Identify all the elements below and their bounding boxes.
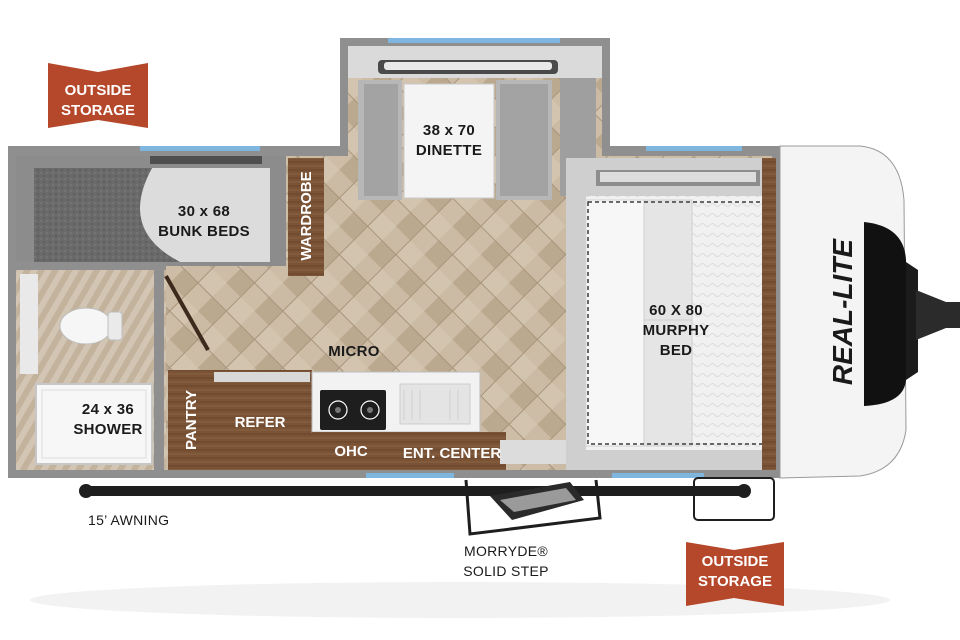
refer	[212, 370, 312, 470]
murphy-bed-label-2: BED	[660, 342, 693, 359]
ent-center	[392, 432, 506, 470]
pantry	[168, 370, 212, 470]
ohc-label: OHC	[334, 443, 368, 460]
step	[464, 479, 602, 536]
dinette-label: DINETTE	[416, 142, 482, 159]
step-label-2: SOLID STEP	[463, 563, 548, 579]
window	[388, 38, 560, 43]
dinette-table	[403, 83, 495, 199]
wardrobe	[288, 158, 324, 276]
window	[612, 473, 704, 478]
outside-storage-bottom-line1: OUTSIDE	[702, 553, 769, 570]
murphy-bed-label-1: MURPHY	[643, 322, 710, 339]
wardrobe-label: WARDROBE	[298, 171, 315, 260]
window	[366, 473, 454, 478]
bunk-beds-label: BUNK BEDS	[158, 223, 250, 240]
outside-storage-tag-top	[48, 63, 148, 128]
window	[646, 146, 742, 151]
awning	[80, 486, 750, 496]
shower-label: SHOWER	[73, 421, 142, 438]
shower	[35, 383, 153, 465]
outside-storage-top-line1: OUTSIDE	[65, 82, 132, 99]
refer-label: REFER	[235, 414, 286, 431]
outside-storage-top-line2: STORAGE	[61, 102, 135, 119]
shower-size: 24 x 36	[82, 401, 134, 418]
murphy-bed-size: 60 X 80	[649, 302, 703, 319]
outside-storage-tag-bottom	[686, 542, 784, 606]
ent-center-label: ENT. CENTER	[403, 445, 502, 462]
micro-label: MICRO	[328, 343, 380, 360]
step-label-1: MORRYDE®	[464, 543, 548, 559]
toilet	[59, 307, 113, 345]
bunk-beds-size: 30 x 68	[178, 203, 230, 220]
window	[140, 146, 260, 151]
awning-label: 15’ AWNING	[88, 512, 169, 528]
brand-logo: REAL-LITE	[827, 238, 858, 386]
ohc	[312, 432, 392, 470]
outside-storage-bottom-line2: STORAGE	[698, 573, 772, 590]
stove	[320, 390, 386, 430]
pantry-label: PANTRY	[183, 390, 200, 450]
hitch	[916, 290, 960, 340]
sink	[399, 383, 471, 425]
dinette-size: 38 x 70	[423, 122, 475, 139]
